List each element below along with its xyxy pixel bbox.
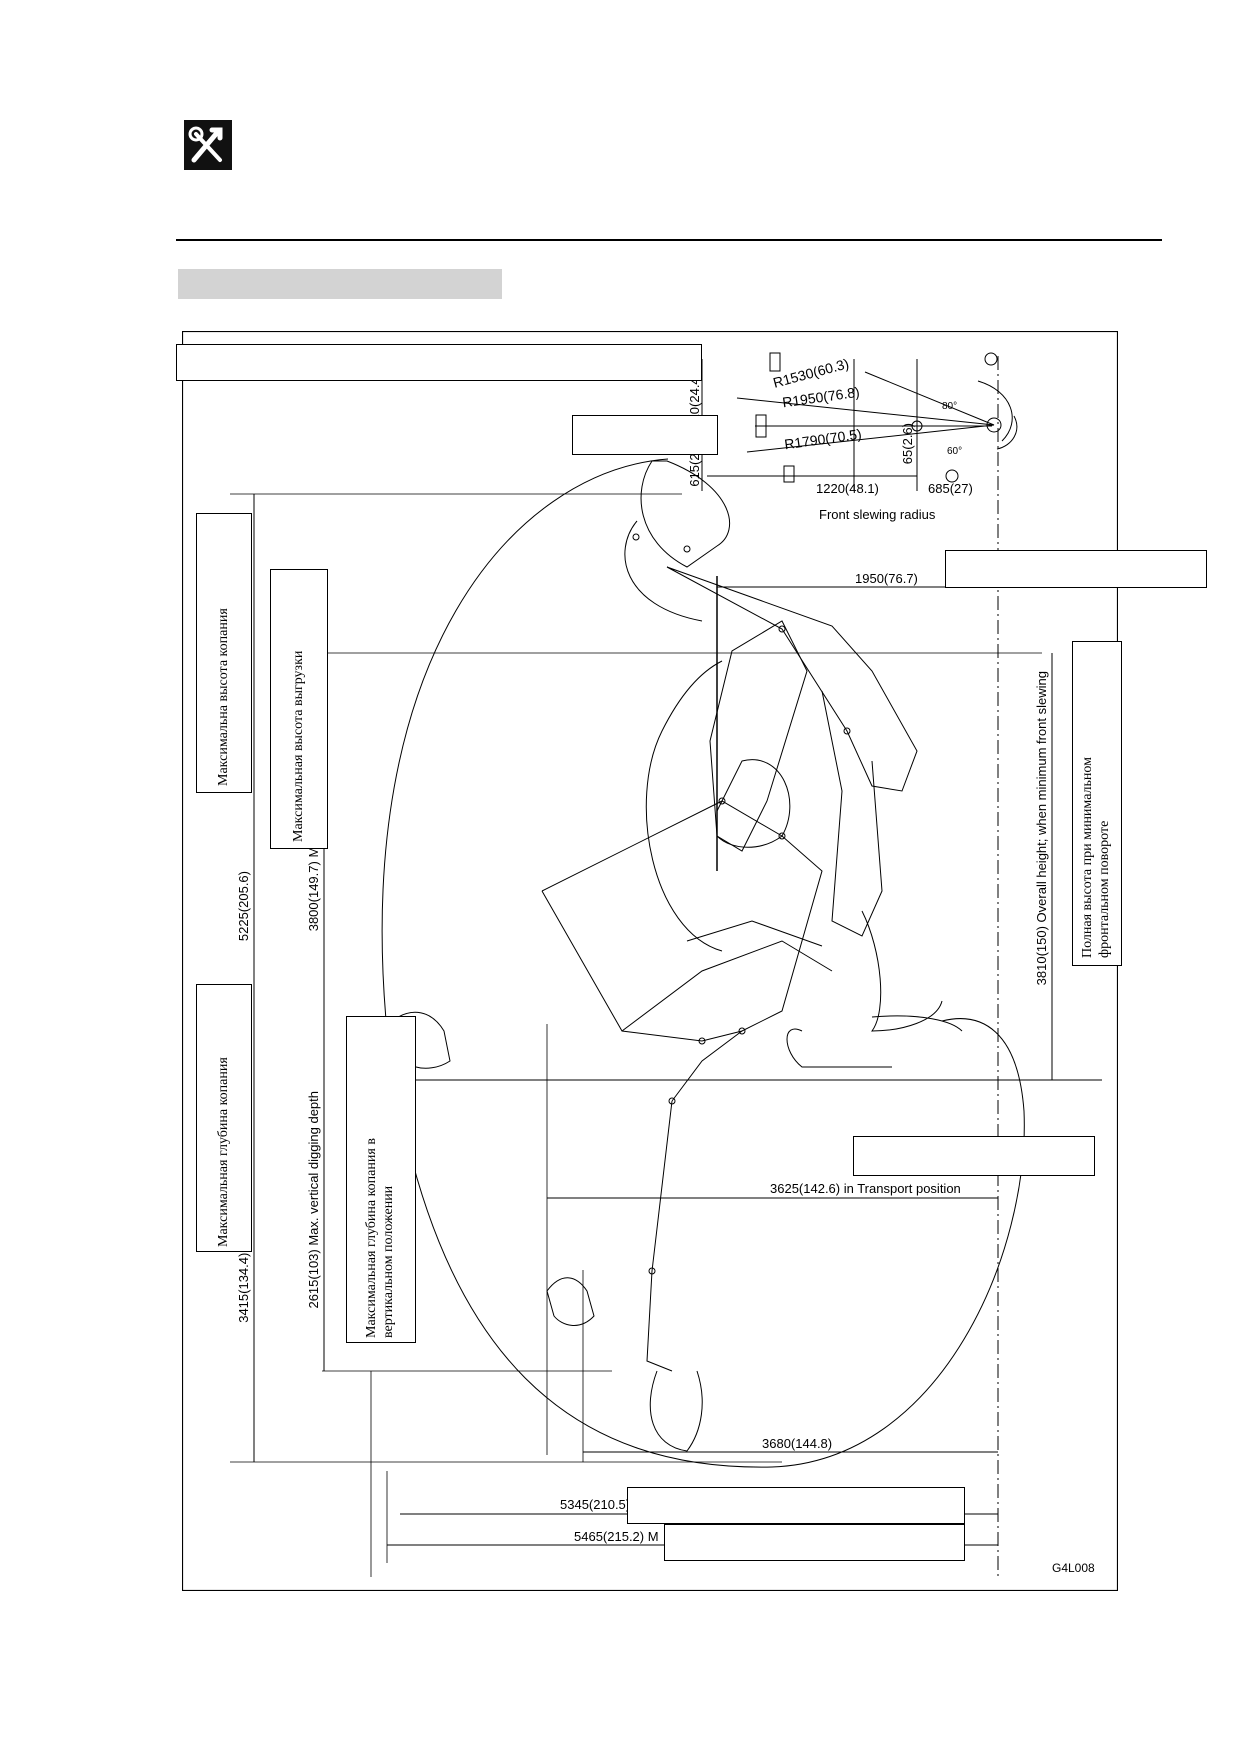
dimension-label: 5225(205.6) (236, 871, 251, 942)
angle-label: 60° (947, 446, 963, 457)
excavator-dimension-drawing (181, 330, 1119, 1592)
label-box-overall-height: Полная высота при минимальном фронтально… (1072, 641, 1122, 966)
dimension-diagram: R1530(60.3) R1950(76.8) R1790(70.5) 80° … (176, 330, 1207, 1592)
label-box-max-dig-depth: Максимальная глубина копания (196, 984, 252, 1252)
label-overall-height: Полная высота при минимальном фронтально… (1080, 757, 1112, 958)
label-max-dig-height: Максимальна высота копания (216, 608, 231, 786)
dimension-label: 3810(150) Overall height; when minimum f… (1034, 671, 1049, 986)
angle-label: 80° (942, 401, 958, 412)
label-box-max-dig-height: Максимальна высота копания (196, 513, 252, 793)
slewing-caption: Front slewing radius (819, 507, 936, 522)
header-divider (176, 239, 1162, 241)
blank-label-box (572, 415, 718, 455)
dimension-label: 3680(144.8) (762, 1436, 833, 1451)
blank-label-box (853, 1136, 1095, 1176)
dimension-label: 1950(76.7) (855, 571, 918, 586)
dimension-label: 5465(215.2) M (574, 1529, 659, 1544)
dimension-label: 3625(142.6) in Transport position (770, 1181, 961, 1196)
blank-label-box (176, 344, 702, 381)
dimension-label: 1220(48.1) (816, 481, 879, 496)
dimension-label: 5345(210.5) (560, 1497, 631, 1512)
dimension-label: 685(27) (928, 481, 973, 496)
dimension-label: 65(2.6) (900, 423, 915, 465)
dimension-label: 2615(103) Max. vertical digging depth (306, 1091, 321, 1309)
blank-label-box (945, 550, 1207, 588)
blank-label-box (627, 1487, 965, 1524)
label-max-dig-depth: Максимальная глубина копания (216, 1057, 231, 1247)
wrench-screwdriver-icon (184, 120, 232, 170)
blank-label-box (664, 1524, 965, 1561)
label-max-dump-height: Максимальная высота выгрузки (291, 650, 306, 842)
label-box-max-dump-height: Максимальная высота выгрузки (270, 569, 328, 849)
label-box-max-vertical-depth: Максимальная глубина копания в вертикаль… (346, 1016, 416, 1343)
section-title-bar (178, 269, 502, 299)
drawing-code: G4L008 (1052, 1561, 1095, 1575)
label-max-vertical-depth: Максимальная глубина копания в вертикаль… (364, 1138, 396, 1338)
